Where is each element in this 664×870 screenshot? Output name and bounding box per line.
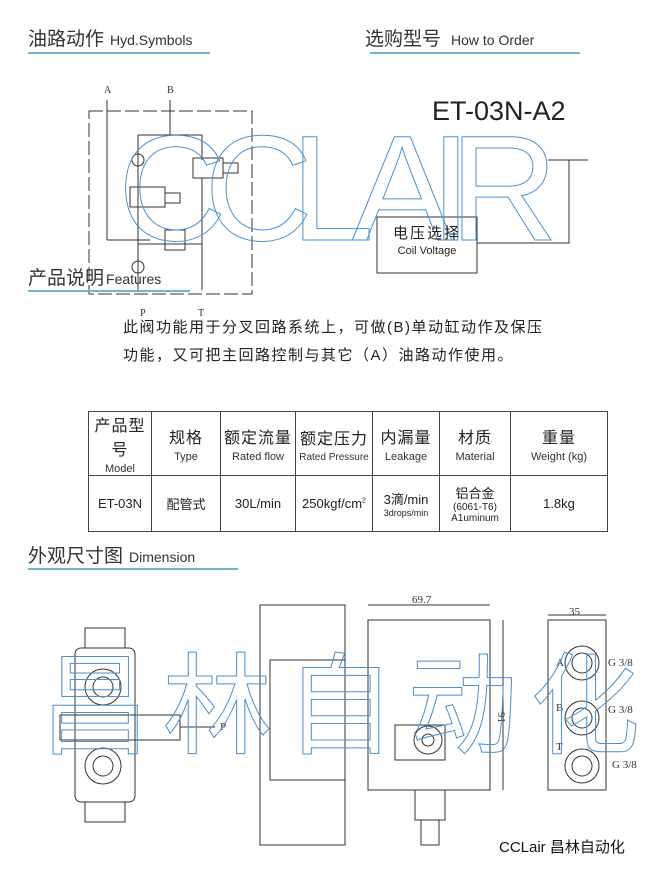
side-port-t: T [556, 741, 563, 753]
thread-b: G 3/8 [608, 704, 633, 716]
order-model-code: ET-03N-A2 [432, 96, 566, 126]
coil-voltage-en: Coil Voltage [397, 245, 457, 257]
divider [370, 52, 580, 54]
coil-voltage-zh: 电压选择 [392, 225, 461, 242]
footer-brand: CCLair 昌林自动化 [499, 839, 625, 856]
side-port-a: A [556, 657, 564, 669]
dim-height: 91 [495, 712, 507, 723]
features-line-2: 功能，又可把主回路控制与其它（A）油路动作使用。 [123, 347, 515, 364]
watermark-chinese: 昌林自动化 [40, 643, 640, 771]
thread-t: G 3/8 [612, 759, 637, 771]
divider [28, 568, 238, 570]
divider [28, 290, 190, 292]
coil-voltage-box: 电压选择 Coil Voltage [377, 222, 477, 257]
cell-material: 铝合金(6061-T6)A1uminum [439, 475, 511, 532]
watermark-cclair: CCLAIR [118, 104, 558, 272]
cell-model: ET-03N [88, 475, 152, 532]
cell-flow: 30L/min [220, 475, 296, 532]
cell-weight: 1.8kg [510, 475, 608, 532]
port-t-label: T [198, 308, 204, 319]
thread-a: G 3/8 [608, 657, 633, 669]
features-line-1: 此阀功能用于分叉回路系统上，可做(B)单动缸动作及保压 [123, 319, 544, 336]
port-p-dim-label: P [220, 721, 226, 733]
dim-side-width: 35 [569, 606, 581, 618]
divider [28, 52, 210, 54]
dim-width: 69.7 [412, 594, 432, 606]
port-p-label: P [140, 308, 146, 319]
side-port-b: B [556, 702, 563, 714]
port-b-label: B [167, 85, 174, 96]
port-a-label: A [104, 85, 112, 96]
cell-type: 配管式 [151, 475, 221, 532]
cell-pressure: 250kgf/cm2 [295, 475, 373, 532]
